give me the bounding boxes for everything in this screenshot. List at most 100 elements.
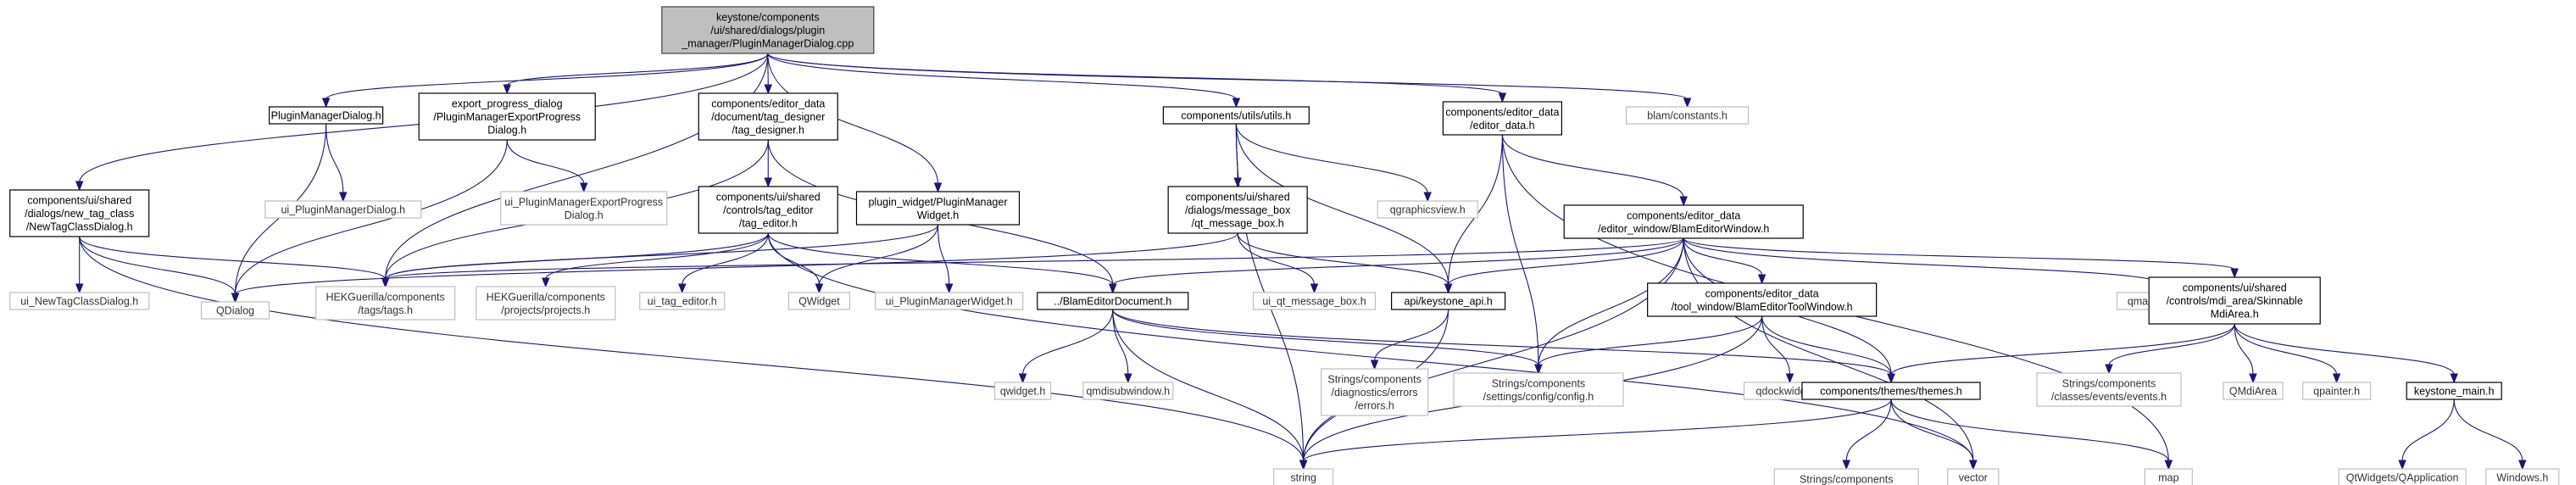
node-label-line: qwidget.h	[1000, 386, 1046, 398]
edge-root-to-blamconst	[767, 53, 1692, 109]
node-qapp: QtWidgets/QApplication	[2338, 468, 2467, 485]
edge-bew-to-string	[1299, 237, 1684, 471]
node-blamconst: blam/constants.h	[1625, 106, 1750, 125]
node-qgv: qgraphicsview.h	[1377, 200, 1478, 219]
node-label-line: Strings/components	[1800, 473, 1893, 485]
edge-bed-to-qmdisub	[1112, 309, 1132, 384]
edge-bew-to-betw	[1683, 237, 1766, 285]
node-themes[interactable]: components/themes/themes.h	[1801, 382, 1981, 400]
node-label-line: export_progress_dialog	[452, 98, 563, 110]
node-label-line: /editor_window/BlamEditorWindow.h	[1598, 223, 1769, 235]
edge-root-to-tags	[381, 53, 769, 288]
node-mdi[interactable]: components/ui/shared/controls/mdi_area/S…	[2148, 276, 2321, 325]
node-label-line: Strings/components	[2062, 377, 2156, 389]
node-label-line: /ui/shared/dialogs/plugin	[710, 25, 825, 36]
edge-api-to-errors	[1370, 309, 1449, 371]
node-msgbox[interactable]: components/ui/shared/dialogs/message_box…	[1167, 186, 1308, 234]
node-errors: Strings/components/diagnostics/errors/er…	[1321, 368, 1429, 416]
node-epd[interactable]: export_progress_dialog/PluginManagerExpo…	[418, 92, 596, 141]
node-label-line: /qt_message_box.h	[1192, 218, 1284, 230]
node-ntcd[interactable]: components/ui/shared/dialogs/new_tag_cla…	[9, 189, 150, 237]
node-label-line: ui_PluginManagerWidget.h	[886, 296, 1013, 308]
node-pmdh[interactable]: PluginManagerDialog.h	[269, 106, 384, 125]
edge-tagdes-to-tageditor	[764, 140, 772, 188]
node-tags: HEKGuerilla/components/tags/tags.h	[315, 286, 456, 321]
edge-root-to-utils	[767, 53, 1241, 109]
edge-kmain-to-windows	[2453, 399, 2527, 471]
edge-edata-to-config	[1501, 134, 1543, 375]
node-tageditor[interactable]: components/ui/shared/controls/tag_editor…	[698, 186, 838, 234]
node-label-line: components/editor_data	[1445, 106, 1559, 118]
node-tagdes[interactable]: components/editor_data/document/tag_desi…	[698, 92, 838, 141]
node-kmain[interactable]: keystone_main.h	[2406, 382, 2502, 400]
edge-themes-to-map	[1890, 399, 2173, 471]
edge-epd-to-qdialog	[231, 139, 508, 304]
node-config: Strings/components/settings/config/confi…	[1453, 372, 1624, 407]
node-label-line: /tags/tags.h	[358, 304, 413, 316]
node-qmdiarea: QMdiArea	[2223, 382, 2284, 400]
edge-root-to-pmw	[767, 53, 943, 193]
node-qdialog: QDialog	[200, 301, 270, 320]
node-label-line: /diagnostics/errors	[1332, 387, 1418, 399]
node-map: map	[2144, 468, 2193, 485]
node-label-line: Strings/components	[1327, 374, 1421, 386]
node-label-line: QDialog	[216, 305, 254, 317]
edge-msgbox-to-api	[1237, 232, 1453, 294]
edge-root-to-epd	[503, 53, 769, 95]
node-label-line: /tool_window/BlamEditorToolWindow.h	[1672, 301, 1853, 313]
edge-msgbox-to-uiqmb	[1237, 232, 1319, 294]
edge-bew-to-api	[1444, 237, 1684, 294]
node-label-line: /classes/events/events.h	[2051, 391, 2167, 403]
node-label-line: PluginManagerDialog.h	[271, 110, 381, 122]
node-string: string	[1273, 468, 1334, 485]
node-bew[interactable]: components/editor_data/editor_window/Bla…	[1563, 204, 1804, 239]
node-label-line: string	[1290, 472, 1316, 484]
node-label-line: components/ui/shared	[2183, 282, 2287, 294]
node-label-line: ui_tag_editor.h	[648, 296, 717, 308]
node-betw[interactable]: components/editor_data/tool_window/BlamE…	[1647, 282, 1878, 317]
node-label-line: QtWidgets/QApplication	[2346, 472, 2459, 484]
node-label-line: components/editor_data	[1627, 209, 1740, 221]
node-label-line: api/keystone_api.h	[1404, 296, 1492, 308]
node-label-line: blam/constants.h	[1647, 110, 1728, 122]
node-events: Strings/components/classes/events/events…	[2036, 372, 2182, 407]
edge-root-to-edata	[767, 53, 1507, 103]
node-label-line: /projects/projects.h	[501, 304, 590, 316]
edge-mdi-to-qpainter	[2234, 323, 2341, 384]
node-api[interactable]: api/keystone_api.h	[1391, 292, 1506, 310]
node-label-line: /editor_data.h	[1470, 120, 1534, 131]
node-pmw[interactable]: plugin_widget/PluginManagerWidget.h	[855, 191, 1021, 226]
edge-mdi-to-events	[2105, 323, 2235, 375]
node-label-line: /controls/mdi_area/Skinnable	[2167, 295, 2303, 307]
edge-pmdh-to-uipmd	[325, 123, 348, 203]
edge-bew-to-tags	[381, 237, 1684, 288]
node-label-line: Dialog.h	[565, 209, 604, 221]
node-qwidgetU: QWidget	[787, 292, 851, 310]
node-label-line: components/utils/utils.h	[1181, 110, 1291, 122]
edge-themes-to-resources	[1842, 399, 1892, 471]
node-label-line: ui_PluginManagerDialog.h	[281, 204, 405, 216]
edge-mdi-to-themes	[1887, 323, 2235, 384]
node-label-line: ui_NewTagClassDialog.h	[20, 296, 138, 308]
node-bed[interactable]: ../BlamEditorDocument.h	[1037, 292, 1189, 310]
node-label-line: QWidget	[798, 296, 840, 308]
node-label-line: /PluginManagerExportProgress	[433, 111, 581, 123]
node-label-line: /dialogs/message_box	[1185, 204, 1291, 216]
node-root[interactable]: keystone/components/ui/shared/dialogs/pl…	[661, 6, 875, 54]
edge-tageditor-to-tags	[381, 232, 769, 288]
node-label-line: components/ui/shared	[1186, 192, 1290, 203]
node-edata[interactable]: components/editor_data/editor_data.h	[1442, 101, 1563, 136]
node-uipmd: ui_PluginManagerDialog.h	[264, 200, 422, 219]
node-label-line: QMdiArea	[2229, 386, 2277, 398]
edge-pmw-to-qwidgetU	[815, 224, 939, 294]
node-label-line: qpainter.h	[2313, 386, 2360, 398]
edge-themes-to-string	[1299, 399, 1892, 471]
edge-edata-to-bew	[1501, 134, 1688, 207]
edge-pmw-to-uipmw	[937, 224, 954, 294]
edge-themes-to-vector	[1890, 399, 1978, 471]
node-label-line: components/editor_data	[1705, 287, 1819, 299]
node-uitag: ui_tag_editor.h	[639, 292, 726, 310]
node-utils[interactable]: components/utils/utils.h	[1162, 106, 1310, 125]
